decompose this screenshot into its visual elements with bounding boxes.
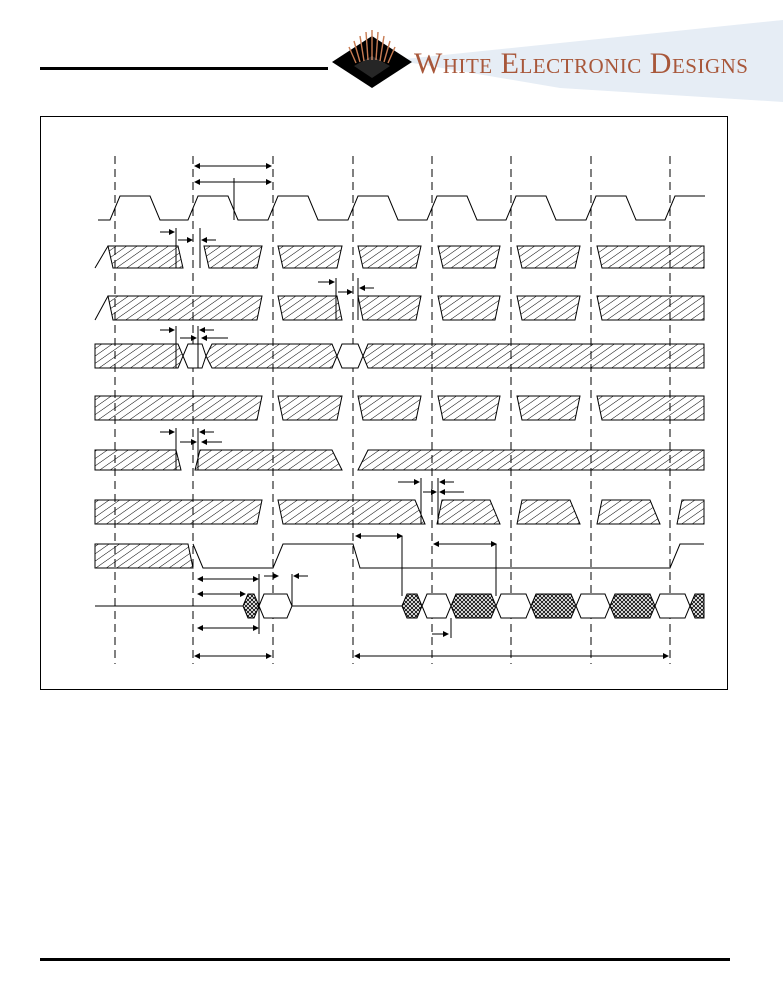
company-name: White Electronic Designs: [414, 47, 749, 80]
signal-row-6: [94, 428, 705, 471]
clock-waveform: [98, 195, 705, 221]
signal-row-2: [94, 228, 705, 269]
timing-diagram-frame: [40, 116, 728, 690]
page-header: White Electronic Designs: [0, 0, 783, 110]
timing-diagram: [94, 156, 705, 664]
signal-row-3: [94, 278, 705, 321]
signal-row-5: [94, 395, 705, 421]
header-rule: [40, 67, 328, 70]
signal-row-7: [94, 478, 705, 525]
footer-rule: [40, 958, 730, 961]
company-logo-icon: [332, 30, 412, 88]
signal-row-4: [94, 326, 705, 369]
signal-row-9-data-bus: [95, 573, 705, 638]
signal-row-8: [94, 533, 704, 596]
header-accent-band: [395, 20, 783, 102]
clock-period-arrows: [194, 163, 272, 220]
